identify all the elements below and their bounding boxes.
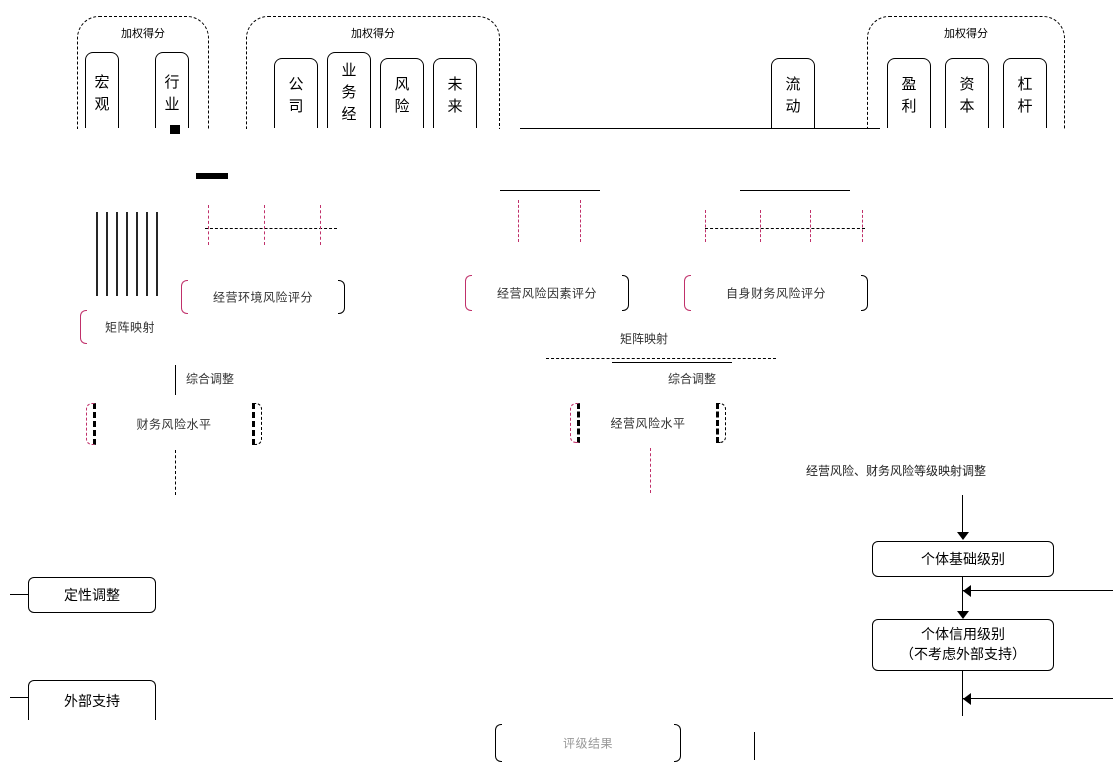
adjust-label-left: 综合调整	[186, 372, 235, 386]
credit-level-box: 个体信用级别 （不考虑外部支持）	[872, 619, 1054, 671]
top-connector	[520, 128, 880, 129]
right-under-connector	[705, 228, 865, 229]
fin-risk-down	[175, 450, 176, 495]
industry-box: 行 业	[155, 52, 189, 128]
arrow-left-adjust	[175, 365, 176, 395]
vline-g	[760, 210, 761, 242]
middle-weight-group: 加权得分	[246, 16, 500, 129]
arrowhead-base	[957, 532, 969, 540]
matrix-mid-label: 矩阵映射	[620, 332, 669, 346]
side-input-2	[962, 698, 1113, 699]
vline-e	[580, 200, 581, 242]
vline-i	[862, 210, 863, 242]
left-weight-group: 加权得分	[77, 16, 209, 129]
right-group-label: 加权得分	[944, 27, 988, 40]
business-risk-score: 经营风险因素评分	[465, 275, 629, 311]
right-weight-group: 加权得分	[867, 16, 1065, 129]
arrow-to-base	[962, 495, 963, 537]
qualitative-line	[10, 594, 28, 595]
mapping-adjust-label: 经营风险、财务风险等级映射调整	[806, 464, 987, 478]
matrix-mid-line-2	[612, 362, 732, 363]
financial-risk-level: 财务风险水平	[86, 403, 262, 445]
base-level-box: 个体基础级别	[872, 541, 1054, 577]
capital-box: 资 本	[945, 58, 989, 128]
mid-connector-left	[500, 190, 600, 191]
company-box: 公 司	[274, 58, 318, 128]
side-arrowhead-1	[963, 585, 971, 597]
final-rating-box: 评级结果	[495, 724, 681, 762]
vline-f	[705, 210, 706, 242]
business-risk-level: 经营风险水平	[570, 403, 726, 443]
marker-square	[170, 125, 180, 134]
side-input-1	[962, 590, 1113, 591]
mid-connector-right	[740, 190, 850, 191]
adjust-label-mid: 综合调整	[668, 372, 717, 386]
external-line	[10, 697, 28, 698]
left-group-label: 加权得分	[121, 27, 165, 40]
arrow-to-credit	[962, 577, 963, 617]
operating-env-score: 经营环境风险评分	[181, 280, 345, 314]
left-under-connector	[205, 228, 337, 229]
marker-bar	[196, 173, 228, 179]
vline-a	[208, 205, 209, 245]
risk-box: 风 险	[380, 58, 424, 128]
side-arrowhead-2	[963, 693, 971, 705]
vline-c	[320, 205, 321, 245]
vline-h	[810, 210, 811, 242]
matrix-mid-line	[546, 358, 776, 359]
macro-box: 宏 观	[85, 52, 119, 128]
leverage-box: 杠 杆	[1003, 58, 1047, 128]
external-support-box: 外部支持	[28, 680, 156, 720]
future-box: 未 来	[433, 58, 477, 128]
vline-d	[518, 200, 519, 242]
bottom-tick	[754, 732, 755, 760]
liquidity-box: 流 动	[771, 58, 815, 128]
qualitative-adjust-box: 定性调整	[28, 577, 156, 613]
middle-group-label: 加权得分	[351, 27, 395, 40]
credit-down	[962, 671, 963, 716]
biz-risk-down	[650, 448, 651, 493]
profit-box: 盈 利	[887, 58, 931, 128]
arrowhead-credit	[957, 611, 969, 619]
striped-column	[96, 212, 164, 296]
self-factor-score: 自身财务风险评分	[684, 275, 868, 311]
matrix-left-box: 矩阵映射	[80, 310, 180, 344]
vline-b	[264, 205, 265, 245]
business-box: 业 务 经	[327, 52, 371, 128]
